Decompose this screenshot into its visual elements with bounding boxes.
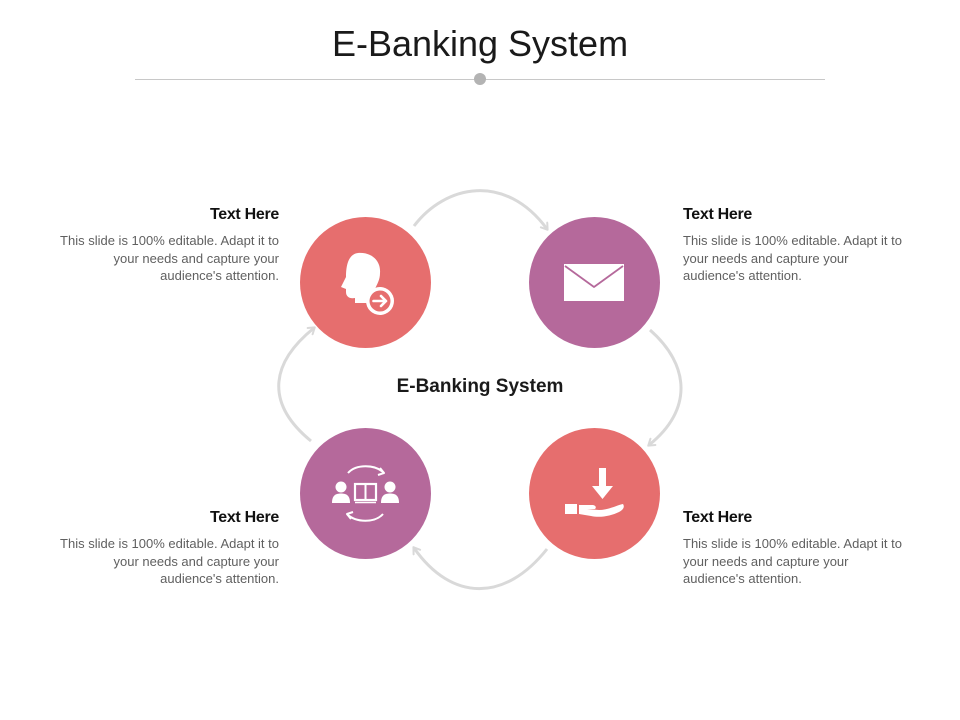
connector-arrow-top <box>412 189 549 231</box>
node-top-right <box>529 217 660 348</box>
connector-arrow-left <box>277 326 316 443</box>
node-bottom-right <box>529 428 660 559</box>
connector-arrow-bottom <box>412 546 549 591</box>
node-bottom-left <box>300 428 431 559</box>
text-block-heading: Text Here <box>209 509 279 526</box>
text-block-body: This slide is 100% editable. Adapt it to… <box>683 233 902 283</box>
people-exchange-book-icon <box>332 465 399 522</box>
text-block-bottom-right: Text Here This slide is 100% editable. A… <box>683 508 908 588</box>
text-block-heading: Text Here <box>683 509 753 526</box>
connector-arrow-right <box>647 328 683 447</box>
envelope-icon <box>564 264 624 301</box>
text-block-body: This slide is 100% editable. Adapt it to… <box>60 233 279 283</box>
center-label: E-Banking System <box>396 376 564 397</box>
text-block-body: This slide is 100% editable. Adapt it to… <box>683 536 902 586</box>
title-divider-dot <box>474 73 486 85</box>
node-top-left <box>300 217 431 348</box>
text-block-body: This slide is 100% editable. Adapt it to… <box>60 536 279 586</box>
user-profile-arrow-icon <box>341 252 394 315</box>
text-block-heading: Text Here <box>683 206 753 223</box>
page-title: E-Banking System <box>331 23 629 64</box>
text-block-heading: Text Here <box>209 206 279 223</box>
text-block-top-left: Text Here This slide is 100% editable. A… <box>54 205 279 285</box>
hand-receive-download-icon <box>565 468 624 517</box>
text-block-bottom-left: Text Here This slide is 100% editable. A… <box>54 508 279 588</box>
text-block-top-right: Text Here This slide is 100% editable. A… <box>683 205 908 285</box>
